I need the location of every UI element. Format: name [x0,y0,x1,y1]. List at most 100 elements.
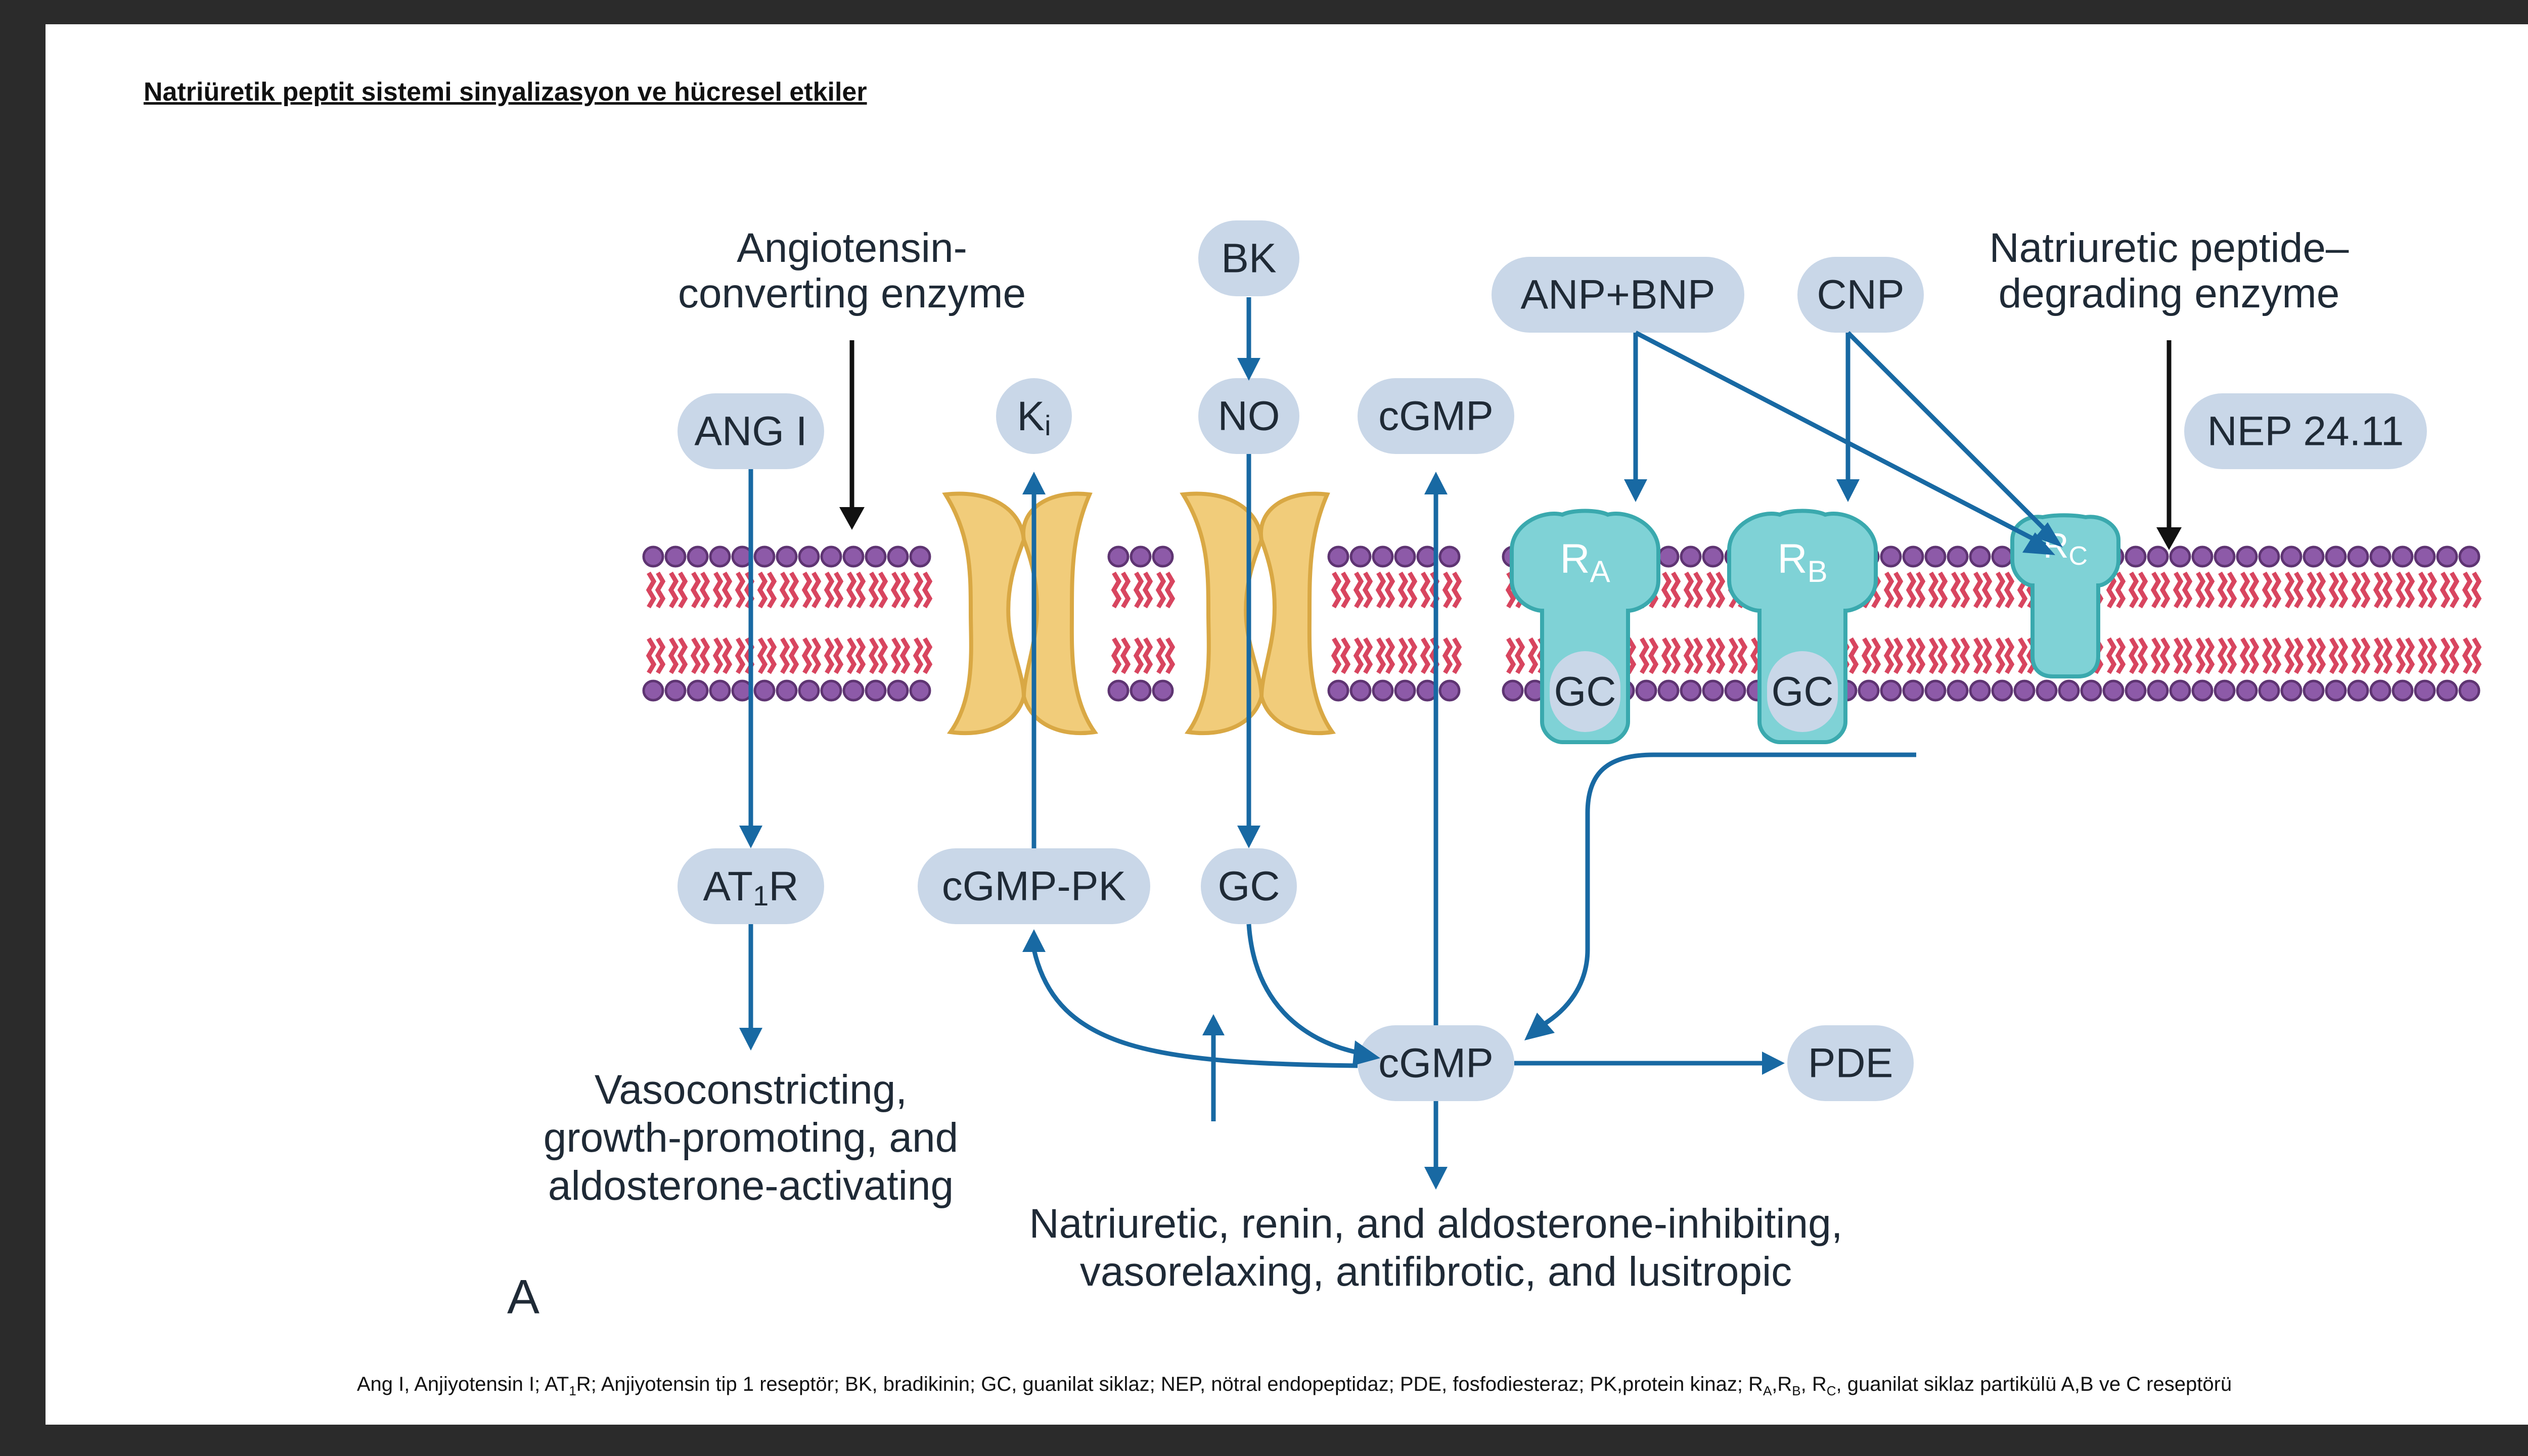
svg-text:AT1R: AT1R [703,863,798,912]
lipid-tail [2360,571,2371,609]
lipid-head [2214,679,2236,702]
lipid-tail [1848,637,1859,674]
lipid-tail [833,571,844,609]
lipid-head [2191,545,2214,568]
lipid-tail [1972,637,1983,674]
lipid-tail [922,637,933,674]
lipid-tail [1705,637,1717,674]
lipid-tail [1870,637,1881,674]
svg-text:GC: GC [1218,863,1280,909]
lipid-tail [1670,637,1681,674]
lipid-tail [2426,571,2437,609]
lipid-head [753,545,776,568]
ace-label-line1: Angiotensin- [737,225,967,271]
lipid-tail [1397,571,1409,609]
receptor-ra [1510,509,1660,744]
lipid-head [820,545,842,568]
lipid-tail [1375,637,1386,674]
lipid-tail [1451,637,1462,674]
lipid-tail [677,571,688,609]
lipid-head [2102,679,2125,702]
lipid-tail [2449,637,2460,674]
lipid-tail [1661,571,1672,609]
lipid-tail [1451,571,1462,609]
lipid-tail [2337,571,2349,609]
lipid-head [887,679,909,702]
lipid-head [2258,545,2280,568]
lipid-head [2325,679,2347,702]
lipid-head [2013,679,2036,702]
lipid-tail [2226,637,2237,674]
lipid-tail [690,637,701,674]
lipid-tail [2004,637,2015,674]
svg-text:ANG I: ANG I [694,408,807,454]
lipid-head [709,679,731,702]
lipid-tail [877,571,888,609]
lipid-tail [2195,637,2206,674]
lipid-tail [1340,637,1351,674]
lipid-tail [2262,637,2273,674]
lipid-head [1394,679,1416,702]
lipid-tail [2382,637,2393,674]
lipid-tail [1648,637,1659,674]
lipid-tail [2315,571,2326,609]
lipid-tail [1928,637,1939,674]
lipid-head [1924,679,1947,702]
lipid-tail [801,571,812,609]
lipid-tail [824,571,835,609]
lipid-tail [2173,637,2184,674]
natri-effects-line2: vasorelaxing, antifibrotic, and lusitrop… [1080,1249,1792,1295]
lipid-tail [2195,571,2206,609]
lipid-tail [1420,571,1431,609]
lipid-tail [646,637,657,674]
node-cgmp-top: cGMP [1358,378,1514,454]
lipid-head [2436,545,2458,568]
lipid-tail [1155,637,1166,674]
lipid-tail [2284,571,2295,609]
lipid-tail [1155,571,1166,609]
lipid-tail [2373,637,2384,674]
node-cgmp-pk: cGMP-PK [918,848,1150,924]
lipid-head [865,545,887,568]
lipid-head [709,545,731,568]
lipid-tail [2426,637,2437,674]
lipid-head [2058,679,2080,702]
lipid-head [1702,545,1724,568]
lipid-tail [2404,637,2415,674]
lipid-tail [2271,571,2282,609]
lipid-tail [1683,637,1694,674]
lipid-tail [1883,571,1894,609]
receptor-rb [1727,509,1878,744]
lipid-tail [1142,571,1153,609]
lipid-head [1947,545,1969,568]
lipid-tail [868,637,879,674]
lipid-tail [2404,571,2415,609]
lipid-tail [2017,637,2028,674]
node-gc: GC [1201,848,1297,924]
lipid-tail [2271,637,2282,674]
lipid-head [2236,679,2258,702]
lipid-tail [2395,637,2406,674]
lipid-tail [913,637,924,674]
lipid-tail [690,571,701,609]
lipid-tail [2293,571,2304,609]
footnote-text: R; Anjiyotensin tip 1 reseptör; BK, brad… [576,1373,1763,1395]
lipid-tail [899,571,911,609]
node-ki: Ki [996,378,1072,454]
lipid-tail [721,637,733,674]
lipid-tail [899,637,911,674]
lipid-head [2391,545,2414,568]
lipid-tail [1442,637,1453,674]
lipid-tail [2239,571,2250,609]
vaso-effects-line2: growth-promoting, and [544,1115,958,1161]
lipid-head [1372,679,1394,702]
lipid-head [1991,679,2013,702]
lipid-tail [2471,571,2482,609]
lipid-tail [2395,571,2406,609]
lipid-tail [1692,571,1703,609]
lipid-tail [2248,571,2260,609]
lipid-tail [1340,571,1351,609]
lipid-head [1327,545,1349,568]
lipid-tail [2382,571,2393,609]
natri-effects-line1: Natriuretic, renin, and aldosterone-inhi… [1029,1201,1842,1247]
